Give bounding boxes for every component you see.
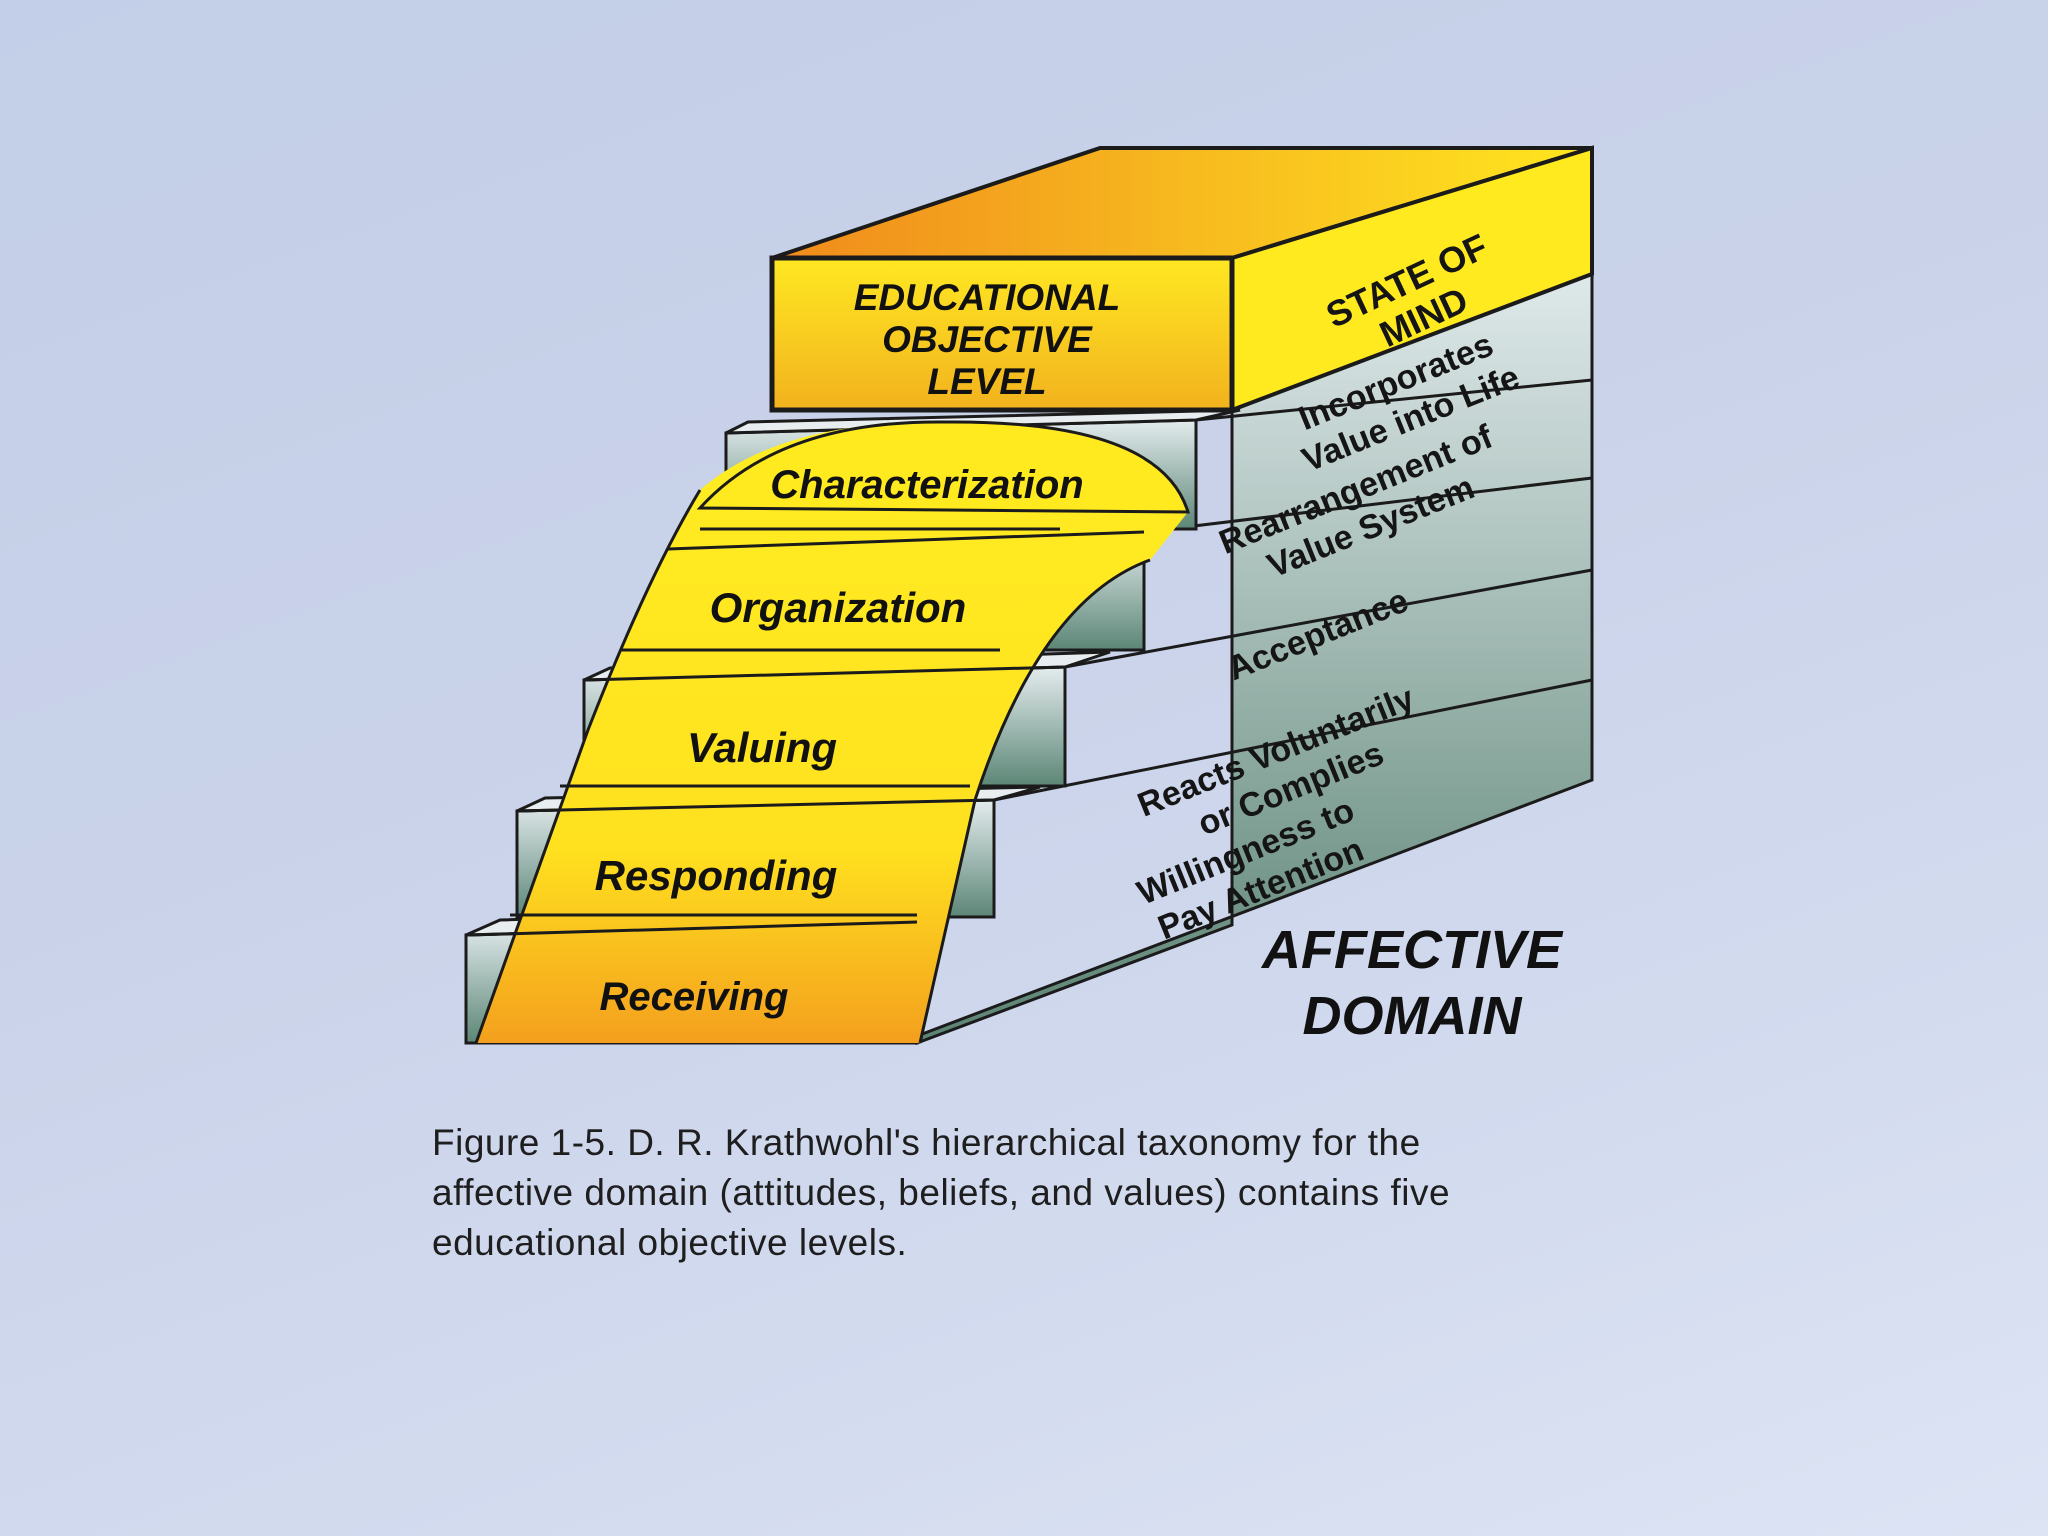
domain-label-line-2: DOMAIN (1303, 986, 1523, 1046)
level-responding: Responding (595, 852, 838, 899)
level-organization: Organization (710, 584, 967, 631)
header-label: EDUCATIONAL OBJECTIVE LEVEL (854, 277, 1121, 402)
header-line-1: EDUCATIONAL (854, 277, 1121, 318)
level-receiving: Receiving (600, 975, 789, 1019)
domain-label-line-1: AFFECTIVE (1260, 920, 1564, 980)
header-line-2: OBJECTIVE (882, 319, 1093, 360)
figure-caption: Figure 1-5. D. R. Krathwohl's hierarchic… (432, 1118, 1622, 1268)
header-line-3: LEVEL (927, 361, 1046, 402)
header-box (769, 145, 1594, 413)
level-characterization: Characterization (770, 463, 1083, 507)
caption-line-3: educational objective levels. (432, 1222, 908, 1263)
caption-line-2: affective domain (attitudes, beliefs, an… (432, 1172, 1451, 1213)
domain-label: AFFECTIVE DOMAIN (1260, 920, 1564, 1046)
level-valuing: Valuing (687, 724, 837, 771)
caption-line-1: Figure 1-5. D. R. Krathwohl's hierarchic… (432, 1122, 1421, 1163)
header-box-front (769, 255, 1235, 413)
